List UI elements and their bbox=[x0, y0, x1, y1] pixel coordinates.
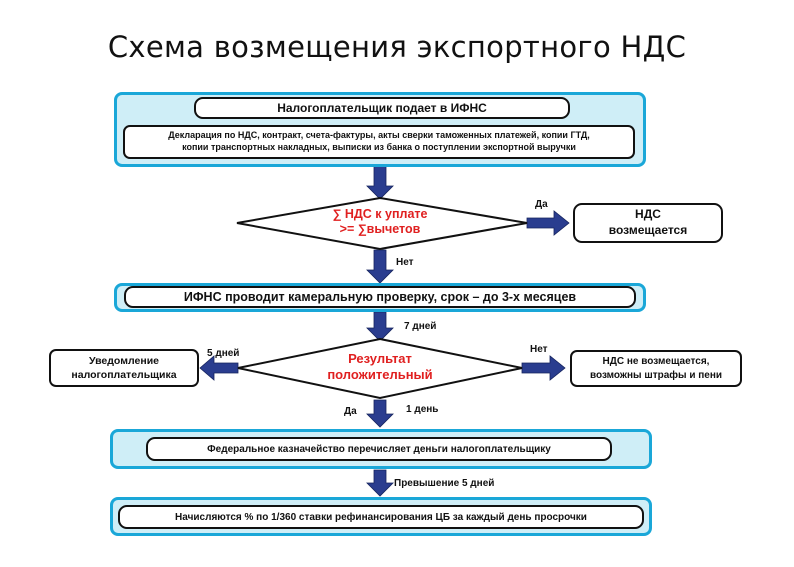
decision-diamond-1 bbox=[236, 196, 528, 251]
vat-refunded-line-2: возмещается bbox=[608, 223, 688, 237]
not-refunded-line-2: возможны штрафы и пени bbox=[589, 369, 723, 381]
step2-text: ИФНС проводит камеральную проверку, срок… bbox=[183, 290, 577, 304]
step3-box: Федеральное казначейство перечисляет ден… bbox=[146, 437, 612, 461]
decision-diamond-2 bbox=[237, 337, 523, 400]
page-title: Схема возмещения экспортного НДС bbox=[107, 30, 687, 64]
decision2-yes-label: Да bbox=[344, 406, 357, 417]
arrow-down-1 bbox=[366, 165, 394, 200]
decision2-line-1: Результат bbox=[348, 351, 412, 366]
not-refunded-line-1: НДС не возмещается, bbox=[602, 356, 710, 367]
decision2-down-label: 1 день bbox=[406, 404, 439, 415]
vat-refunded-line-1: НДС bbox=[635, 207, 661, 222]
decision2-no-label: Нет bbox=[530, 344, 548, 355]
decision1-text: ∑ НДС к уплате >= ∑вычетов bbox=[290, 207, 470, 237]
label-exceed-5-days: Превышение 5 дней bbox=[394, 478, 495, 489]
arrow-down-4 bbox=[366, 399, 394, 428]
notification-line-1: Уведомление bbox=[88, 354, 159, 367]
step2-box: ИФНС проводит камеральную проверку, срок… bbox=[124, 286, 636, 308]
notification-box: Уведомление налогоплательщика bbox=[49, 349, 199, 387]
step1-header: Налогоплательщик подает в ИФНС bbox=[194, 97, 570, 119]
documents-line-2: копии транспортных накладных, выписки из… bbox=[182, 142, 576, 152]
arrow-left-notification bbox=[199, 355, 239, 381]
arrow-right-no-2 bbox=[521, 355, 566, 381]
arrow-down-2 bbox=[366, 249, 394, 284]
decision2-line-2: положительный bbox=[327, 366, 433, 382]
not-refunded-box: НДС не возмещается, возможны штрафы и пе… bbox=[570, 350, 742, 387]
label-7-days: 7 дней bbox=[404, 321, 437, 332]
arrow-right-yes-1 bbox=[526, 210, 570, 236]
step3-text: Федеральное казначейство перечисляет ден… bbox=[207, 443, 551, 455]
decision2-left-label: 5 дней bbox=[207, 348, 240, 359]
documents-line-1: Декларация по НДС, контракт, счета-факту… bbox=[168, 130, 590, 141]
decision2-text: Результат положительный bbox=[290, 351, 470, 382]
decision1-no-label: Нет bbox=[396, 257, 414, 268]
step1-header-text: Налогоплательщик подает в ИФНС bbox=[277, 101, 487, 115]
documents-box: Декларация по НДС, контракт, счета-факту… bbox=[123, 125, 635, 159]
notification-line-2: налогоплательщика bbox=[71, 369, 177, 381]
arrow-down-3 bbox=[366, 311, 394, 342]
decision1-line-2: >= ∑вычетов bbox=[339, 222, 421, 236]
decision1-yes-label: Да bbox=[535, 199, 548, 210]
vat-refunded-box: НДС возмещается bbox=[573, 203, 723, 243]
decision1-line-1: ∑ НДС к уплате bbox=[332, 207, 428, 221]
step4-box: Начисляются % по 1/360 ставки рефинансир… bbox=[118, 505, 644, 529]
arrow-down-5 bbox=[366, 469, 394, 497]
step4-text: Начисляются % по 1/360 ставки рефинансир… bbox=[175, 511, 587, 523]
